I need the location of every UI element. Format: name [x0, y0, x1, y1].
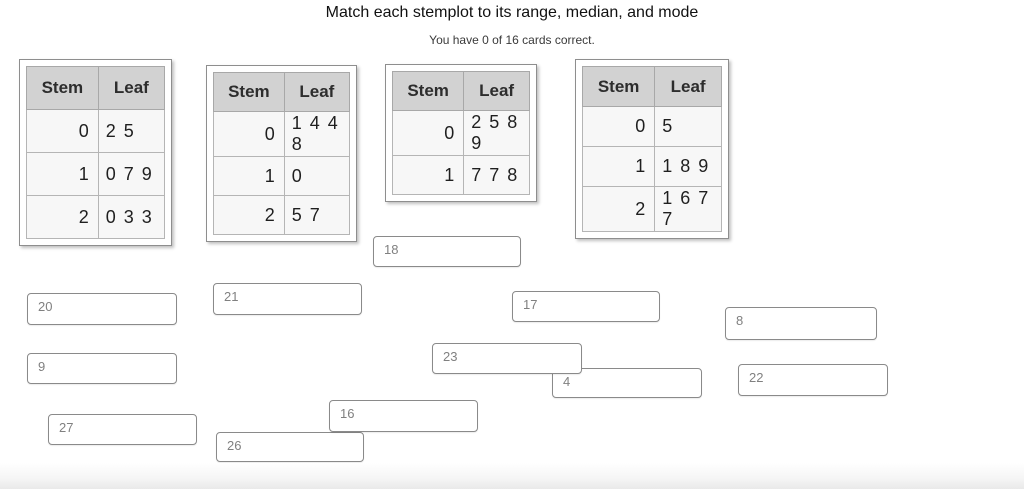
- answer-card[interactable]: 17: [512, 291, 660, 322]
- stem-value: 2: [213, 195, 285, 235]
- stemplot-card-1[interactable]: Stem Leaf 0 2 5 1 0 7 9 2 0 3 3: [19, 59, 172, 246]
- leaf-values: 1 6 7 7: [654, 186, 722, 232]
- answer-card[interactable]: 20: [27, 293, 177, 325]
- stem-column-header: Stem: [581, 66, 656, 107]
- leaf-values: 2 5: [97, 109, 166, 153]
- leaf-column-header: Leaf: [654, 66, 722, 107]
- stemplot-header-row: Stem Leaf: [391, 71, 530, 111]
- leaf-values: 1 8 9: [654, 146, 722, 187]
- stemplot-card-3[interactable]: Stem Leaf 0 2 5 8 9 1 7 7 8: [385, 64, 537, 202]
- stemplot-table-1: Stem Leaf 0 2 5 1 0 7 9 2 0 3 3: [26, 66, 166, 239]
- stemplot-row: 0 1 4 4 8: [213, 111, 351, 157]
- score-status: You have 0 of 16 cards correct.: [429, 33, 595, 47]
- answer-card[interactable]: 21: [213, 283, 362, 315]
- stem-value: 1: [391, 155, 465, 195]
- stemplot-table-2: Stem Leaf 0 1 4 4 8 1 0 2 5 7: [213, 72, 351, 235]
- stem-value: 1: [581, 146, 656, 187]
- stem-value: 0: [26, 109, 99, 153]
- leaf-values: 5 7: [283, 195, 351, 235]
- stemplot-header-row: Stem Leaf: [581, 66, 722, 107]
- stemplot-card-2[interactable]: Stem Leaf 0 1 4 4 8 1 0 2 5 7: [206, 65, 357, 242]
- leaf-values: 2 5 8 9: [463, 110, 530, 156]
- stemplot-row: 2 0 3 3: [26, 195, 166, 239]
- leaf-values: 0: [283, 156, 351, 196]
- answer-card[interactable]: 18: [373, 236, 521, 267]
- answer-card[interactable]: 9: [27, 353, 177, 384]
- stem-value: 0: [391, 110, 465, 156]
- leaf-values: 5: [654, 106, 722, 147]
- stem-column-header: Stem: [213, 72, 285, 112]
- answer-card[interactable]: 16: [329, 400, 478, 432]
- stemplot-row: 0 5: [581, 106, 722, 147]
- stem-value: 1: [213, 156, 285, 196]
- leaf-values: 0 7 9: [97, 152, 166, 196]
- stemplot-row: 2 1 6 7 7: [581, 186, 722, 232]
- stem-value: 0: [213, 111, 285, 157]
- stem-column-header: Stem: [26, 66, 99, 110]
- leaf-values: 7 7 8: [463, 155, 530, 195]
- stemplot-row: 1 0 7 9: [26, 152, 166, 196]
- stem-value: 2: [581, 186, 656, 232]
- answer-card[interactable]: 8: [725, 307, 877, 340]
- stemplot-header-row: Stem Leaf: [213, 72, 351, 112]
- stemplot-row: 2 5 7: [213, 195, 351, 235]
- stem-value: 1: [26, 152, 99, 196]
- stem-value: 0: [581, 106, 656, 147]
- stem-value: 2: [26, 195, 99, 239]
- stemplot-card-4[interactable]: Stem Leaf 0 5 1 1 8 9 2 1 6 7 7: [575, 59, 729, 239]
- stemplot-header-row: Stem Leaf: [26, 66, 166, 110]
- answer-card[interactable]: 26: [216, 432, 364, 462]
- stemplot-row: 1 7 7 8: [391, 155, 530, 195]
- stemplot-table-3: Stem Leaf 0 2 5 8 9 1 7 7 8: [391, 71, 530, 195]
- stemplot-row: 0 2 5 8 9: [391, 110, 530, 156]
- answer-card[interactable]: 22: [738, 364, 888, 396]
- leaf-column-header: Leaf: [283, 72, 351, 112]
- answer-card[interactable]: 27: [48, 414, 197, 445]
- answer-card[interactable]: 23: [432, 343, 582, 374]
- stemplot-row: 1 1 8 9: [581, 146, 722, 187]
- stemplot-table-4: Stem Leaf 0 5 1 1 8 9 2 1 6 7 7: [581, 66, 722, 232]
- stemplot-row: 1 0: [213, 156, 351, 196]
- leaf-values: 0 3 3: [97, 195, 166, 239]
- stemplot-row: 0 2 5: [26, 109, 166, 153]
- page-bottom-shadow: [0, 463, 1024, 489]
- leaf-values: 1 4 4 8: [283, 111, 351, 157]
- leaf-column-header: Leaf: [97, 66, 166, 110]
- leaf-column-header: Leaf: [463, 71, 530, 111]
- stem-column-header: Stem: [391, 71, 465, 111]
- page-title: Match each stemplot to its range, median…: [325, 4, 699, 21]
